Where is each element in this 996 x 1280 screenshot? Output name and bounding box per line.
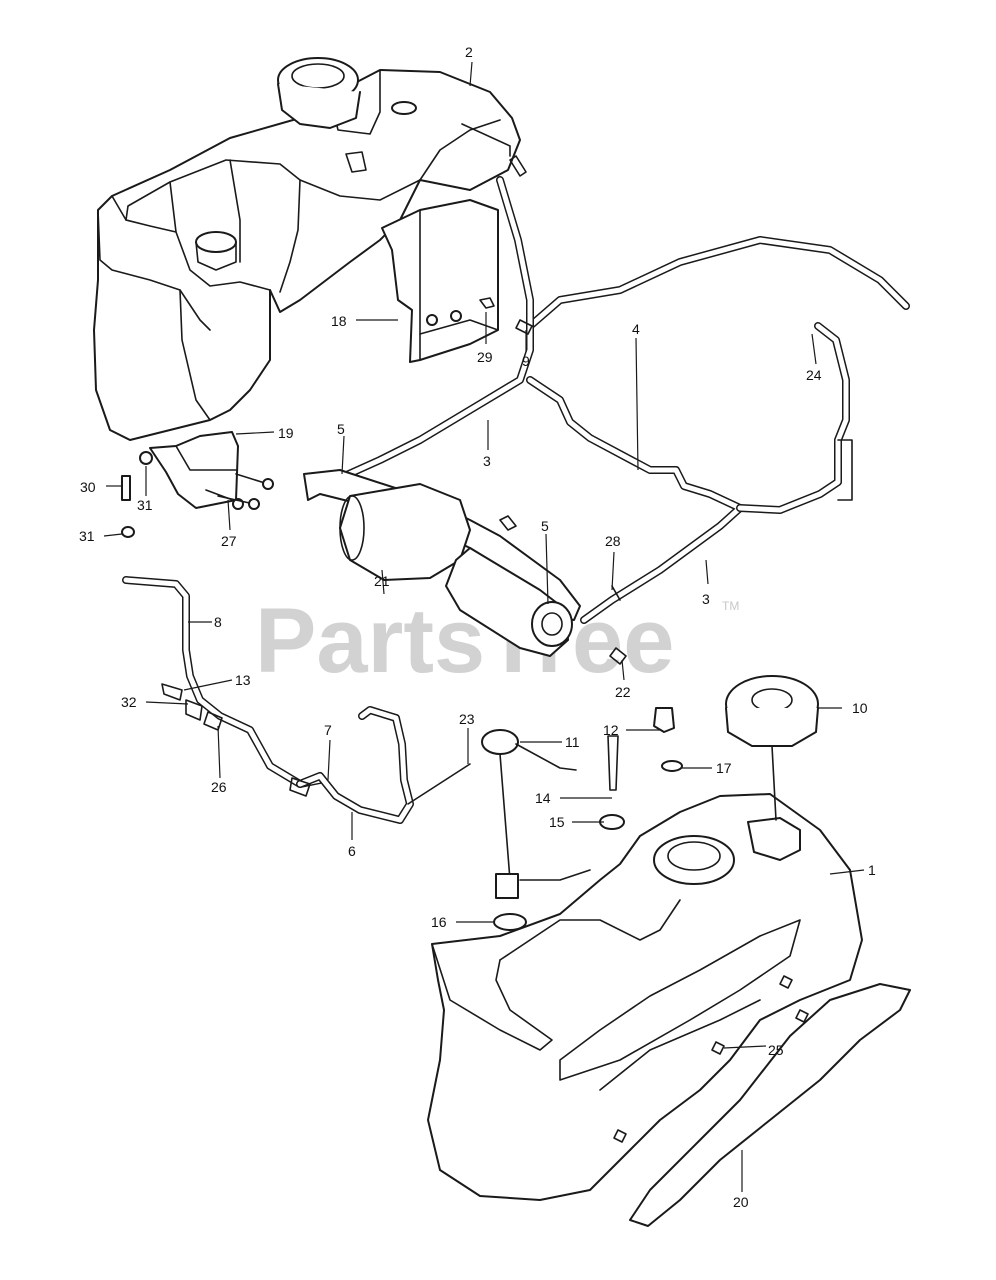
tank-bracket-plate	[381, 199, 499, 363]
sender-float	[495, 873, 519, 899]
clip-25-b	[795, 1009, 809, 1023]
skid-plate	[629, 983, 911, 1227]
callout-27: 27	[221, 533, 237, 549]
lower-tank-filler-neck	[653, 835, 735, 885]
callout-28: 28	[605, 533, 621, 549]
callout-5-upper: 5	[337, 421, 345, 437]
callout-29: 29	[477, 349, 493, 365]
lower-fuel-tank-assembly	[427, 675, 911, 1227]
washer-17	[661, 760, 683, 772]
lower-tank-body	[427, 793, 863, 1201]
callout-20: 20	[733, 1194, 749, 1210]
upper-fuel-tank-assembly	[93, 57, 521, 538]
callout-32: 32	[121, 694, 137, 710]
canister-assembly	[303, 469, 627, 665]
callout-25: 25	[768, 1042, 784, 1058]
nut-lower	[121, 526, 135, 538]
clip-25-c	[613, 1129, 627, 1143]
hose-clamp-32	[185, 699, 203, 721]
callout-22: 22	[615, 684, 631, 700]
callout-3-upper: 3	[483, 453, 491, 469]
callout-2: 2	[465, 44, 473, 60]
callout-24: 24	[806, 367, 822, 383]
spring-pin	[121, 475, 131, 501]
hose-clamp	[515, 319, 533, 335]
cap-holder	[747, 817, 801, 861]
callout-23: 23	[459, 711, 475, 727]
watermark-trademark: TM	[722, 599, 739, 613]
fuel-gauge-cap	[481, 729, 519, 755]
clip-25-d	[779, 975, 793, 989]
callout-1: 1	[868, 862, 876, 878]
vent-tube-14	[607, 735, 619, 791]
callout-4: 4	[632, 321, 640, 337]
nut-upper	[139, 451, 153, 465]
hose-clamp-13	[161, 683, 183, 701]
callout-17: 17	[716, 760, 732, 776]
callout-8: 8	[214, 614, 222, 630]
callout-30: 30	[80, 479, 96, 495]
callout-11: 11	[565, 734, 580, 750]
fuel-line-frame-tubes	[312, 155, 910, 624]
callout-21: 21	[374, 573, 390, 589]
leader-lines	[103, 61, 865, 1192]
callout-16: 16	[431, 914, 447, 930]
callout-14: 14	[535, 790, 551, 806]
callout-12: 12	[603, 722, 619, 738]
callout-10: 10	[852, 700, 868, 716]
hose-connector	[289, 777, 311, 797]
callout-26: 26	[211, 779, 227, 795]
callout-13: 13	[235, 672, 251, 688]
rollover-valve-12	[653, 707, 675, 733]
clip	[609, 647, 627, 665]
callout-numbers: 2 18 29 9 24 19 5 3 4 30 31 27 31 5 28 2…	[79, 44, 876, 1210]
callout-19: 19	[278, 425, 294, 441]
callout-18: 18	[331, 313, 347, 329]
callout-31-upper: 31	[137, 497, 153, 513]
callout-15: 15	[549, 814, 565, 830]
callout-3-lower: 3	[702, 591, 710, 607]
reservoir-cap	[195, 231, 237, 253]
callout-7: 7	[324, 722, 332, 738]
callout-5-lower: 5	[541, 518, 549, 534]
canister-left	[339, 483, 471, 581]
callout-6: 6	[348, 843, 356, 859]
callout-9: 9	[522, 353, 530, 369]
left-fuel-hoses	[122, 576, 471, 824]
fuel-sender-parts	[481, 707, 683, 931]
clip-25-a	[711, 1041, 725, 1055]
callout-31-lower: 31	[79, 528, 95, 544]
